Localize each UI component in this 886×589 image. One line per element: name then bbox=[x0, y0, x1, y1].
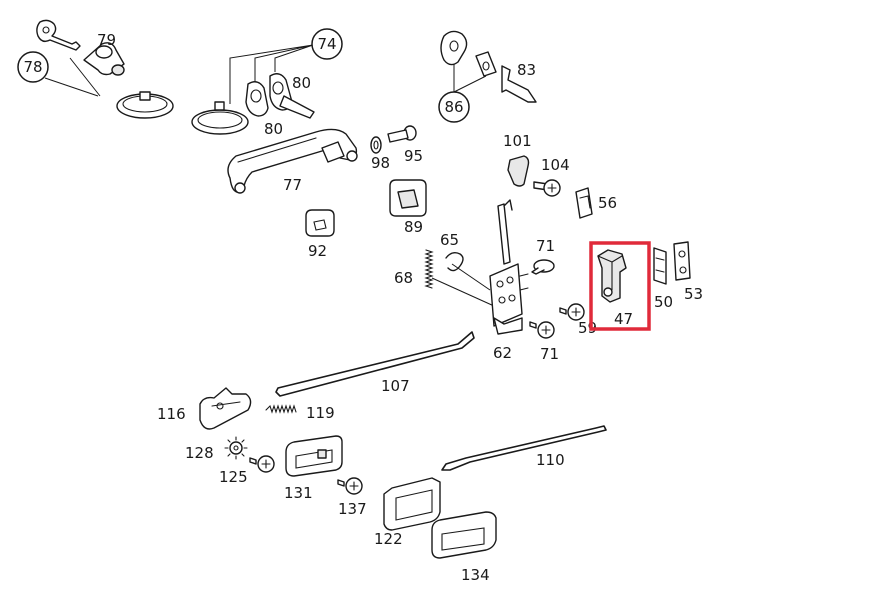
callout-86: 86 bbox=[438, 91, 470, 123]
spring-68 bbox=[424, 249, 495, 307]
label-95: 95 bbox=[404, 147, 423, 165]
handle-gaskets-80 bbox=[245, 73, 315, 119]
callout-74: 74 bbox=[229, 28, 343, 104]
escutcheon-131 bbox=[285, 435, 343, 477]
screw-59 bbox=[559, 303, 585, 321]
bracket-56 bbox=[575, 187, 593, 219]
bracket-50 bbox=[653, 247, 667, 285]
lock-washer-125 bbox=[224, 436, 248, 460]
outer-door-handle-77 bbox=[227, 128, 358, 194]
label-92: 92 bbox=[308, 242, 327, 260]
label-50: 50 bbox=[654, 293, 673, 311]
rod-107 bbox=[275, 331, 475, 397]
callout-78: 78 bbox=[17, 51, 49, 83]
plate-53 bbox=[673, 241, 691, 281]
door-lock-62 bbox=[489, 199, 529, 335]
label-107: 107 bbox=[381, 377, 410, 395]
label-78: 78 bbox=[23, 58, 42, 76]
label-83: 83 bbox=[517, 61, 536, 79]
screw-104 bbox=[533, 179, 561, 197]
key-blank-group bbox=[440, 30, 537, 103]
label-116: 116 bbox=[157, 405, 186, 423]
label-119: 119 bbox=[306, 404, 335, 422]
screw-near-125 bbox=[249, 455, 275, 473]
label-98: 98 bbox=[371, 154, 390, 172]
label-80-bottom: 80 bbox=[264, 120, 283, 138]
screw-71-bottom bbox=[529, 321, 555, 339]
label-56: 56 bbox=[598, 194, 617, 212]
label-53: 53 bbox=[684, 285, 703, 303]
label-125: 125 bbox=[219, 468, 248, 486]
label-101: 101 bbox=[503, 132, 532, 150]
label-137: 137 bbox=[338, 500, 367, 518]
label-128: 128 bbox=[185, 444, 214, 462]
label-134: 134 bbox=[461, 566, 490, 584]
screw-95 bbox=[387, 125, 417, 143]
key-and-lock-cylinder bbox=[36, 19, 174, 119]
label-74: 74 bbox=[317, 35, 336, 53]
escutcheon-92 bbox=[305, 209, 335, 237]
part-47-highlighted bbox=[589, 241, 651, 331]
clip-101 bbox=[507, 155, 530, 187]
clip-65 bbox=[445, 251, 491, 291]
inner-handle-122 bbox=[383, 477, 441, 531]
label-131: 131 bbox=[284, 484, 313, 502]
label-62: 62 bbox=[493, 344, 512, 362]
label-104: 104 bbox=[541, 156, 570, 174]
rod-110 bbox=[441, 425, 607, 471]
bezel-89 bbox=[389, 179, 427, 217]
label-122: 122 bbox=[374, 530, 403, 548]
screw-71-top bbox=[531, 259, 555, 275]
label-77: 77 bbox=[283, 176, 302, 194]
label-89: 89 bbox=[404, 218, 423, 236]
label-110: 110 bbox=[536, 451, 565, 469]
label-71-top: 71 bbox=[536, 237, 555, 255]
label-68: 68 bbox=[394, 269, 413, 287]
highlight-box-47 bbox=[589, 241, 651, 331]
label-71-bottom: 71 bbox=[540, 345, 559, 363]
label-47: 47 bbox=[614, 310, 633, 328]
handle-clip-ring bbox=[191, 101, 249, 135]
washer-98 bbox=[370, 136, 382, 154]
label-86: 86 bbox=[444, 98, 463, 116]
screw-137 bbox=[337, 477, 363, 495]
label-80-top: 80 bbox=[292, 74, 311, 92]
lever-116 bbox=[199, 387, 252, 430]
label-65: 65 bbox=[440, 231, 459, 249]
label-79: 79 bbox=[97, 31, 116, 49]
spring-119 bbox=[265, 404, 297, 414]
bezel-134 bbox=[431, 511, 497, 559]
